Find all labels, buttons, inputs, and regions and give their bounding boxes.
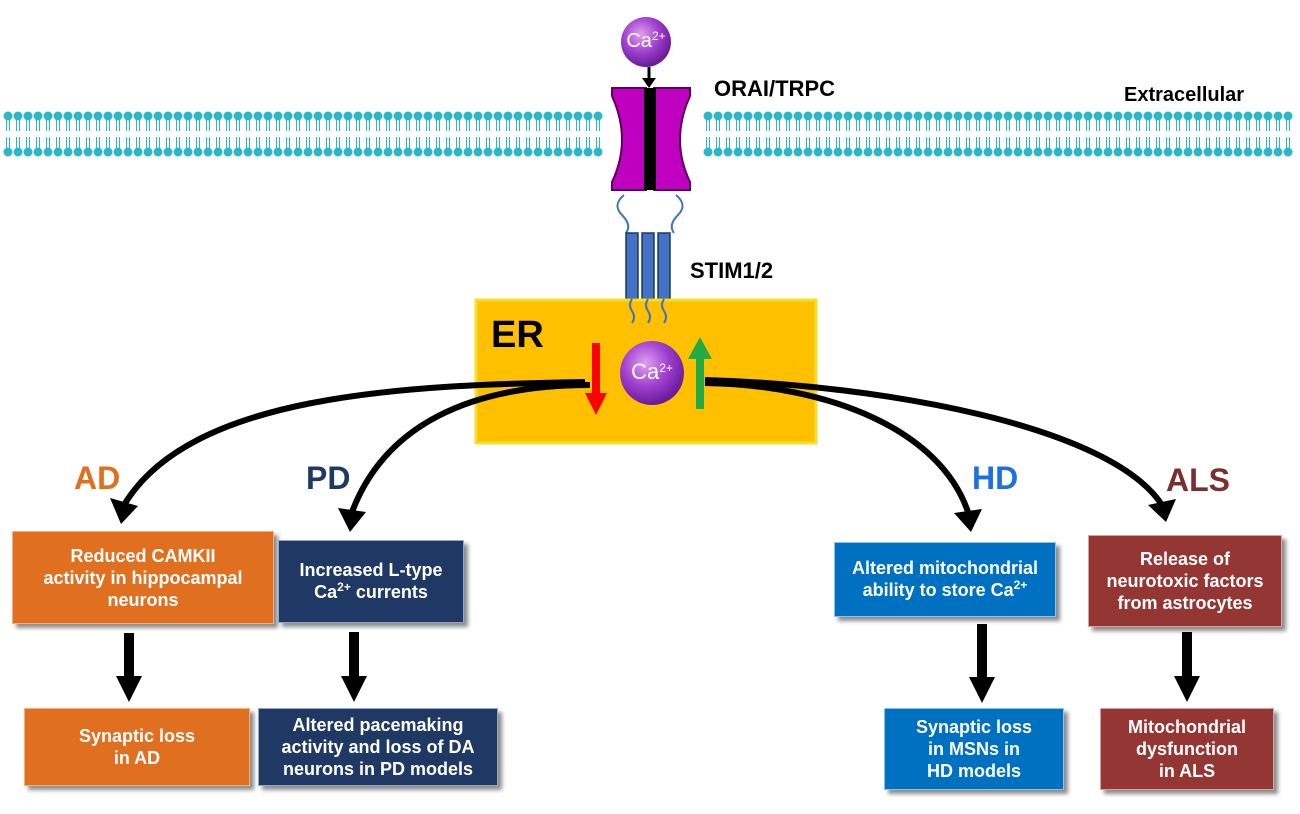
er-label: ER [491,314,544,356]
branch-arrows [121,377,1165,514]
stim-tails [629,298,667,324]
channel-label: ORAI/TRPC [714,76,835,101]
calcium-ion-extracellular [621,17,671,67]
branch-arrowheads [110,498,1176,532]
extracellular-label: Extracellular [1124,84,1245,106]
calcium-ion-er [620,341,684,405]
cell-membrane [3,111,1293,157]
ion-label-top: Ca2+ [626,29,666,52]
ion-label-er: Ca2+ [631,359,673,384]
orai-trpc-channel [611,87,691,191]
stim-protein [616,194,684,300]
disease-label-ad: AD [74,460,121,496]
disease-label-pd: PD [306,460,351,496]
arrow-up-green-icon [688,337,712,409]
disease-label-hd: HD [972,460,1019,496]
disease-label-als: ALS [1166,462,1230,498]
arrow-down-red-icon [585,343,607,415]
vertical-arrows [116,624,1200,703]
stim-label: STIM1/2 [690,258,774,283]
